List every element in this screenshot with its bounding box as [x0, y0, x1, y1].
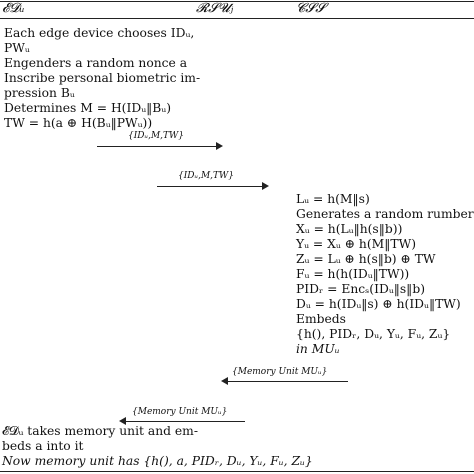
- css-step: in MUᵤ: [296, 342, 340, 356]
- arrow-right: [97, 142, 223, 152]
- device-step: pression Bᵤ: [4, 86, 75, 100]
- message-label: {Memory Unit MUᵤ}: [132, 407, 228, 417]
- header-rule: [0, 18, 474, 19]
- css-step: Xᵤ = h(Lᵤ‖h(s‖b)): [296, 222, 403, 236]
- css-step: Yᵤ = Xᵤ ⊕ h(M‖TW): [296, 237, 417, 251]
- css-step: Embeds: [296, 312, 346, 326]
- css-step: {h(), PIDᵣ, Dᵤ, Yᵤ, Fᵤ, Zᵤ}: [296, 327, 451, 341]
- device-step: Each edge device chooses IDᵤ,: [4, 26, 195, 40]
- device-step: Engenders a random nonce a: [4, 56, 188, 70]
- device-step: PWᵤ: [4, 41, 30, 55]
- css-step: PIDᵣ = Encₛ(IDᵤ‖s‖b): [296, 282, 426, 296]
- device-step: Inscribe personal biometric im-: [4, 71, 201, 85]
- bottom-rule: [0, 471, 474, 472]
- arrow-left: [119, 417, 245, 427]
- final-step: 𝓔𝓓ᵤ takes memory unit and em-: [2, 424, 198, 438]
- arrow-left: [221, 377, 348, 387]
- css-step: Zᵤ = Lᵤ ⊕ h(s‖b) ⊕ TW: [296, 252, 436, 266]
- arrow-right: [157, 182, 269, 192]
- device-step: TW = h(a ⊕ H(Bᵤ‖PWᵤ)): [4, 116, 153, 130]
- css-step: Lᵤ = h(M‖s): [296, 192, 370, 206]
- final-step: beds a into it: [2, 439, 84, 453]
- css-step: Fᵤ = h(h(IDᵤ‖TW)): [296, 267, 410, 281]
- message-label: {IDᵤ,M,TW}: [178, 171, 235, 181]
- header-rsu: 𝓡𝓢𝓤ⱼ: [196, 1, 234, 16]
- css-step: Dᵤ = h(IDᵤ‖s) ⊕ h(IDᵤ‖TW): [296, 297, 461, 311]
- header-css: 𝓒𝓢𝓢: [296, 1, 326, 16]
- header-device: 𝓔𝓓ᵤ: [2, 1, 25, 16]
- top-rule: [0, 1, 474, 2]
- device-step: Determines M = H(IDᵤ‖Bᵤ): [4, 101, 171, 115]
- message-label: {IDᵤ,M,TW}: [128, 131, 185, 141]
- css-step: Generates a random rumber b: [296, 207, 474, 221]
- final-step: Now memory unit has {h(), a, PIDᵣ, Dᵤ, Y…: [2, 454, 313, 468]
- message-label: {Memory Unit MUᵤ}: [232, 367, 328, 377]
